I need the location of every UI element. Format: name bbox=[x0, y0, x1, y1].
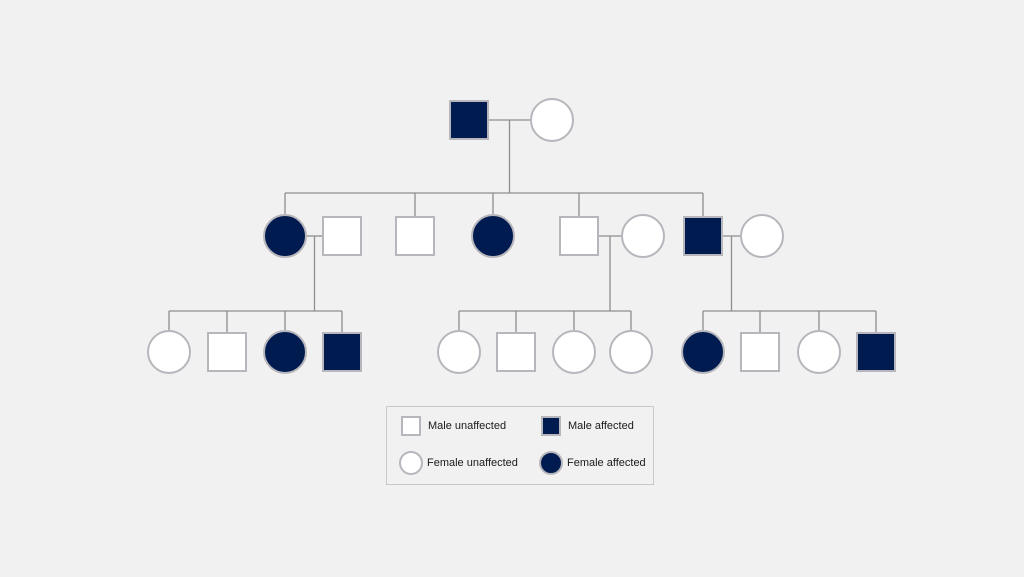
female-affected-circle-ii-1 bbox=[263, 214, 307, 258]
female-unaffected-circle-iii-7 bbox=[552, 330, 596, 374]
female-unaffected-circle-iii-5 bbox=[437, 330, 481, 374]
male-unaffected-square-iii-10 bbox=[740, 332, 780, 372]
pedigree-symbols bbox=[147, 98, 896, 374]
legend-label-female-unaffected: Female unaffected bbox=[427, 457, 518, 469]
legend-label-female-affected: Female affected bbox=[567, 457, 646, 469]
female-unaffected-circle-iii-8 bbox=[609, 330, 653, 374]
female-affected-circle-iii-9 bbox=[681, 330, 725, 374]
female-unaffected-circle-i-2 bbox=[530, 98, 574, 142]
legend-item-female-affected: Female affected bbox=[539, 451, 646, 475]
female-unaffected-circle-iii-11 bbox=[797, 330, 841, 374]
male-unaffected-square-ii-3 bbox=[395, 216, 435, 256]
female-affected-circle-iii-3 bbox=[263, 330, 307, 374]
female-affected-circle-icon bbox=[539, 451, 563, 475]
legend-label-male-affected: Male affected bbox=[568, 420, 634, 432]
male-affected-square-iii-4 bbox=[322, 332, 362, 372]
male-unaffected-square-iii-2 bbox=[207, 332, 247, 372]
legend: Male unaffected Male affected Female una… bbox=[386, 406, 654, 485]
female-unaffected-circle-ii-6 bbox=[621, 214, 665, 258]
legend-item-male-unaffected: Male unaffected bbox=[401, 416, 506, 436]
legend-item-male-affected: Male affected bbox=[541, 416, 634, 436]
male-unaffected-square-icon bbox=[401, 416, 421, 436]
female-unaffected-circle-ii-8 bbox=[740, 214, 784, 258]
male-affected-square-ii-7 bbox=[683, 216, 723, 256]
male-affected-square-icon bbox=[541, 416, 561, 436]
legend-item-female-unaffected: Female unaffected bbox=[399, 451, 518, 475]
male-affected-square-iii-12 bbox=[856, 332, 896, 372]
male-unaffected-square-ii-2 bbox=[322, 216, 362, 256]
male-affected-square-i-1 bbox=[449, 100, 489, 140]
male-unaffected-square-ii-5 bbox=[559, 216, 599, 256]
male-unaffected-square-iii-6 bbox=[496, 332, 536, 372]
female-unaffected-circle-icon bbox=[399, 451, 423, 475]
female-affected-circle-ii-4 bbox=[471, 214, 515, 258]
pedigree-lines bbox=[168, 119, 877, 332]
legend-label-male-unaffected: Male unaffected bbox=[428, 420, 507, 432]
female-unaffected-circle-iii-1 bbox=[147, 330, 191, 374]
